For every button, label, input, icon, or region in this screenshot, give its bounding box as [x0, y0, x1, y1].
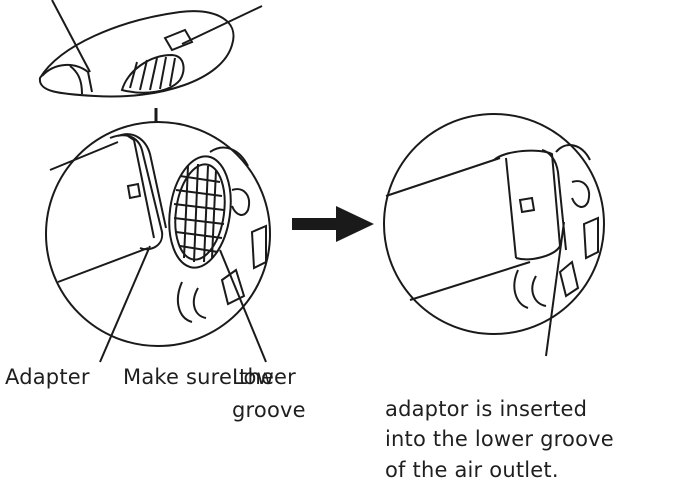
vent-grille-top: [120, 53, 185, 94]
lower-label: Lower: [232, 365, 296, 389]
instruction-line-2: into the lower groove: [385, 427, 614, 451]
top-detail-view: [38, 0, 263, 98]
leader-line-groove: [219, 249, 267, 363]
left-detail-circle: [45, 121, 271, 363]
vent-grille-left: [168, 155, 232, 269]
leader-line-adapter: [99, 245, 151, 363]
right-detail-circle: [383, 113, 605, 357]
groove-label: groove: [232, 398, 306, 422]
arrow-right-icon: [292, 206, 374, 242]
leader-line-outlet: [545, 221, 565, 357]
instruction-line-3: of the air outlet.: [385, 458, 559, 482]
leader-line-top-left: [51, 0, 91, 73]
make-sure-label: Make sure the: [123, 365, 275, 389]
leader-line-top-right: [181, 5, 263, 45]
adapter-label: Adapter: [5, 365, 90, 389]
instruction-line-1: adaptor is inserted: [385, 397, 588, 421]
